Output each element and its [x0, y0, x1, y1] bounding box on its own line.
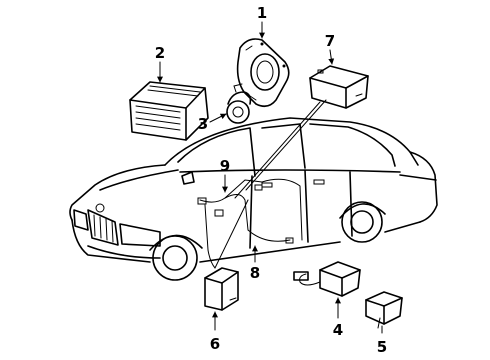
callout-6: 6: [210, 335, 220, 353]
car-illustration: [69, 117, 438, 281]
callout-5: 5: [377, 338, 387, 356]
callout-1: 1: [257, 4, 267, 22]
leader-lines: [157, 21, 383, 334]
part-6-module: [204, 267, 239, 311]
part-3-horn: [226, 83, 252, 124]
callout-9: 9: [220, 157, 230, 175]
callout-8: 8: [250, 264, 260, 282]
callout-4: 4: [333, 321, 343, 339]
callout-7: 7: [325, 32, 335, 50]
part-1-speaker: [236, 38, 290, 108]
part-2-control-unit: [129, 81, 209, 141]
callout-2: 2: [155, 44, 165, 62]
part-7-relay-module: [309, 65, 369, 109]
callout-labels: 1 2 3 4 5 6 7 8 9: [155, 4, 387, 356]
part-4-sensor: [293, 261, 361, 297]
callout-3: 3: [198, 115, 208, 133]
part-5-module: [365, 291, 403, 329]
